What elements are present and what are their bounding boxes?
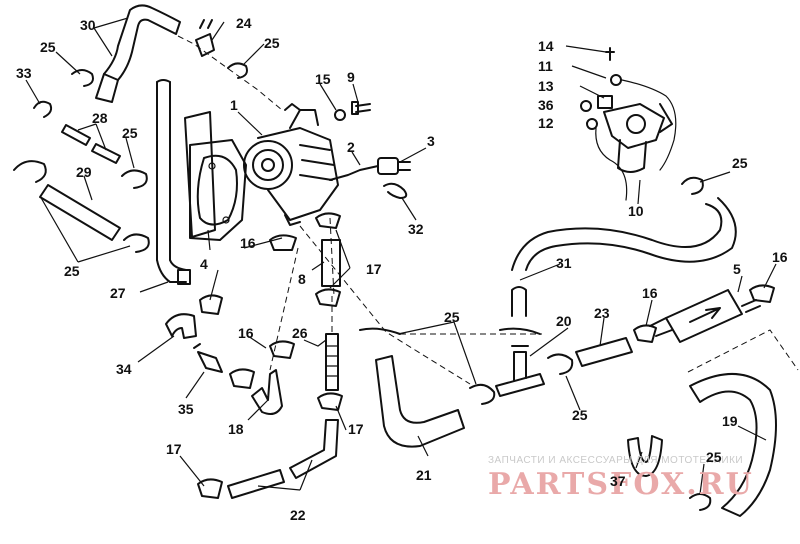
callout-31: 31	[556, 255, 572, 271]
fuel-rail-part	[156, 79, 191, 285]
fuel-pump-part	[243, 103, 339, 226]
callout-25-b: 25	[40, 39, 56, 55]
callout-5: 5	[733, 261, 741, 277]
hose-clamp-parts	[13, 62, 712, 511]
callout-16-b: 16	[238, 325, 254, 341]
callout-25-c: 25	[122, 125, 138, 141]
hose-8-part	[321, 239, 341, 287]
callout-14: 14	[538, 38, 554, 54]
hose-29-part	[39, 184, 121, 241]
callout-12: 12	[538, 115, 554, 131]
callout-labels: 1 2 3 4 5 8 9 10 11 12 13 14 15 16 16 16…	[16, 15, 788, 523]
primer-hose-part	[95, 4, 181, 103]
callout-leaders	[25, 17, 777, 495]
callout-28: 28	[92, 110, 108, 126]
callout-20: 20	[556, 313, 572, 329]
callout-9: 9	[347, 69, 355, 85]
callout-16-c: 16	[642, 285, 658, 301]
watermark: ЗАПЧАСТИ И АКСЕССУАРЫ ДЛЯ МОТОТЕХНИКИ PA…	[488, 455, 754, 502]
clip-37-part	[627, 435, 663, 477]
callout-30: 30	[80, 17, 96, 33]
watermark-logo: PARTSFOX.RU	[488, 467, 754, 502]
callout-25-a: 25	[264, 35, 280, 51]
connector-24-part	[195, 19, 215, 57]
callout-25-g: 25	[732, 155, 748, 171]
hose-22-part	[227, 419, 339, 499]
callout-4: 4	[200, 256, 208, 272]
callout-33: 33	[16, 65, 32, 81]
elbow-34-part	[165, 313, 197, 339]
check-valve-part	[193, 343, 223, 373]
callout-2: 2	[347, 139, 355, 155]
callout-25-f: 25	[572, 407, 588, 423]
screw-washer-parts	[334, 101, 371, 121]
callout-11: 11	[538, 58, 553, 74]
hose-fitting-part	[329, 157, 411, 199]
watermark-caption: ЗАПЧАСТИ И АКСЕССУАРЫ ДЛЯ МОТОТЕХНИКИ	[488, 455, 743, 466]
callout-17-a: 17	[366, 261, 382, 277]
callout-16-a: 16	[240, 235, 256, 251]
hose-21-part	[375, 355, 465, 448]
callout-17-c: 17	[166, 441, 182, 457]
tee-fitting-part	[495, 345, 545, 397]
callout-25-h: 25	[706, 449, 722, 465]
callout-27: 27	[110, 285, 126, 301]
callout-22: 22	[290, 507, 306, 523]
callout-19: 19	[722, 413, 738, 429]
callout-13: 13	[538, 78, 554, 94]
callout-23: 23	[594, 305, 610, 321]
hose-31-part	[511, 197, 737, 317]
routing-dashed-lines	[177, 35, 542, 385]
fuel-filter-assembly-part	[580, 47, 677, 201]
callout-29: 29	[76, 164, 92, 180]
callout-35: 35	[178, 401, 194, 417]
callout-36: 36	[538, 97, 554, 113]
callout-37: 37	[610, 473, 626, 489]
callout-18: 18	[228, 421, 244, 437]
hose-23-part	[575, 337, 633, 367]
callout-16-d: 16	[772, 249, 788, 265]
callout-24: 24	[236, 15, 252, 31]
callout-34: 34	[116, 361, 132, 377]
inline-filter-part	[649, 289, 761, 343]
callout-25-e: 25	[444, 309, 460, 325]
callout-26: 26	[292, 325, 308, 341]
callout-32: 32	[408, 221, 424, 237]
callout-17-b: 17	[348, 421, 364, 437]
callout-8: 8	[298, 271, 306, 287]
callout-10: 10	[628, 203, 644, 219]
callout-15: 15	[315, 71, 331, 87]
short-tube-part	[61, 124, 121, 164]
callout-3: 3	[427, 133, 435, 149]
mounting-bracket-part	[184, 111, 247, 241]
hose-19-part	[687, 329, 799, 517]
callout-21: 21	[416, 467, 432, 483]
hose-18-part	[251, 369, 283, 415]
fitting-26-part	[325, 333, 339, 391]
callout-25-d: 25	[64, 263, 80, 279]
callout-1: 1	[230, 97, 238, 113]
